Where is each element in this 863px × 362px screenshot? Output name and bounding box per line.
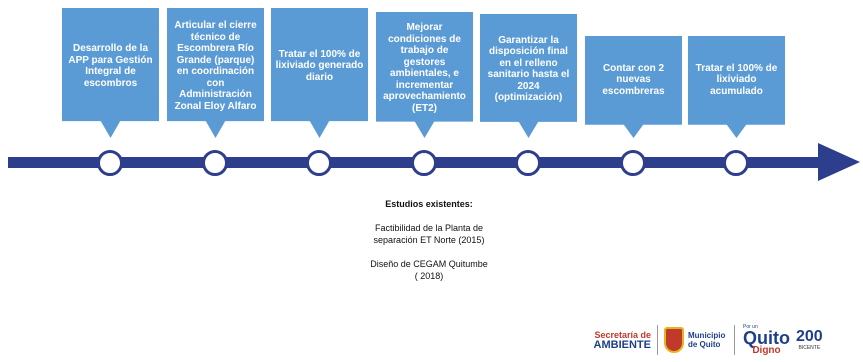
milestone-text-5: Garantizar la disposición final en el re… [487,34,570,104]
quito-digno-logo: Por un Quito Digno [743,324,790,356]
milestone-text-2: Articular el cierre técnico de Escombrer… [174,20,257,112]
milestone-text-3: Tratar el 100% de lixiviado generado dia… [275,48,364,83]
milestone-callout-7: Tratar el 100% de lixiviado acumulado [688,36,785,138]
bicentenario-logo: 200 BICENTE [796,328,823,352]
secretaria-ambiente-logo: Secretaría de AMBIENTE [593,330,651,351]
timeline-node-3 [306,150,332,176]
timeline-node-4 [411,150,437,176]
municipio-logo-text: Municipio de Quito [688,331,726,349]
quito-prefix: Por un [743,324,758,330]
secretaria-line2: AMBIENTE [593,339,651,351]
secretaria-line1: Secretaría de [594,330,651,340]
milestone-callout-2: Articular el cierre técnico de Escombrer… [167,8,264,138]
milestone-callout-1: Desarrollo de la APP para Gestión Integr… [62,8,159,138]
footer-logos: Secretaría de AMBIENTE Municipio de Quit… [593,318,863,362]
timeline-node-5 [515,150,541,176]
bicentenario-text: BICENTE [798,345,821,351]
studies-note-body: Factibilidad de la Planta de separación … [370,223,488,281]
timeline-node-1 [97,150,123,176]
digno-word: Digno [752,345,781,356]
timeline-arrowhead [818,143,860,181]
milestone-callout-3: Tratar el 100% de lixiviado generado dia… [271,8,368,138]
milestone-callout-4: Mejorar condiciones de trabajo de gestor… [376,12,473,138]
milestone-text-7: Tratar el 100% de lixiviado acumulado [695,62,778,97]
logo-divider [657,325,658,355]
quito-coat-of-arms-icon [664,327,684,353]
milestone-text-6: Contar con 2 nuevas escombreras [602,62,665,97]
milestone-text-1: Desarrollo de la APP para Gestión Integr… [68,43,153,89]
timeline-node-6 [620,150,646,176]
timeline-node-2 [202,150,228,176]
milestone-text-4: Mejorar condiciones de trabajo de gestor… [383,22,466,114]
bicentenario-number: 200 [796,328,823,345]
milestone-callout-6: Contar con 2 nuevas escombreras [585,36,682,138]
milestone-callout-5: Garantizar la disposición final en el re… [480,14,577,138]
logo-divider-2 [734,325,735,355]
timeline-node-7 [723,150,749,176]
quito-word: Quito [743,328,790,348]
studies-note-heading: Estudios existentes: [385,199,473,209]
studies-note: Estudios existentes: Factibilidad de la … [370,186,488,282]
